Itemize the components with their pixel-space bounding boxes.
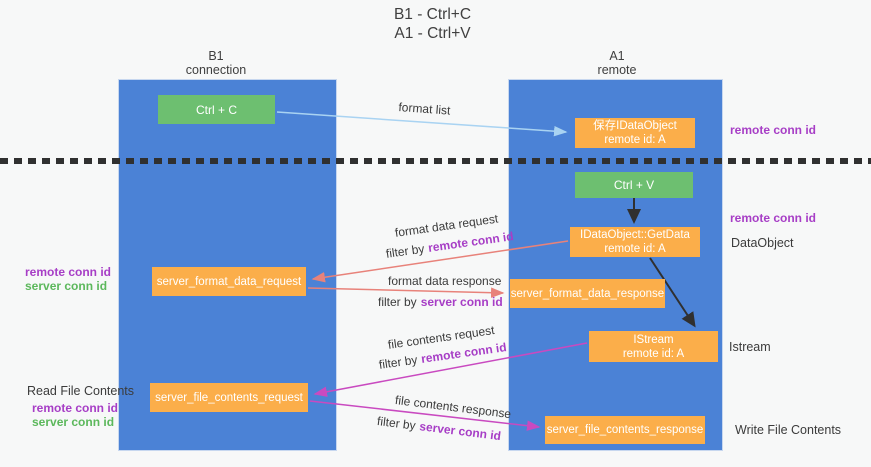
- filter-by-text: filter by: [378, 352, 419, 372]
- lane-a1-title: A1: [609, 49, 625, 63]
- filter-by-text: filter by: [385, 241, 426, 261]
- istream-line2: remote id: A: [622, 347, 685, 360]
- left-server-conn-id-label-1: server conn id: [25, 279, 108, 293]
- title-line-1: B1 - Ctrl+C: [393, 6, 472, 23]
- dataobject-label: DataObject: [731, 236, 794, 250]
- save-dataobject-line1: 保存IDataObject: [593, 120, 677, 132]
- server-format-data-response-box: server_format_data_response: [510, 279, 665, 308]
- remote-conn-id-label-top: remote conn id: [730, 123, 817, 137]
- write-file-contents-label: Write File Contents: [735, 423, 842, 437]
- lane-b1-title: B1: [208, 49, 224, 63]
- remote-conn-id-label-mid: remote conn id: [730, 211, 817, 225]
- filter-key-server-conn-id: server conn id: [418, 419, 502, 444]
- dashed-separator-line: [0, 158, 871, 164]
- filter-by-text: filter by: [378, 295, 417, 309]
- server-format-data-request-box: server_format_data_request: [152, 267, 306, 296]
- ctrl-c-label: Ctrl + C: [195, 102, 237, 117]
- filter-key-server-conn-id: server conn id: [420, 295, 503, 309]
- lane-a1-subtitle: remote: [597, 63, 637, 77]
- save-dataobject-box: 保存IDataObject remote id: A: [575, 118, 695, 148]
- server-file-contents-request-box: server_file_contents_request: [150, 383, 308, 412]
- server-format-data-response-label: server_format_data_response: [510, 287, 665, 300]
- server-format-data-request-label: server_format_data_request: [156, 275, 302, 288]
- server-file-contents-response-box: server_file_contents_response: [545, 416, 705, 444]
- lane-b1-subtitle: connection: [185, 63, 247, 77]
- left-remote-conn-id-label-2: remote conn id: [32, 401, 119, 415]
- format-data-response-arrow: [307, 287, 505, 298]
- ctrl-v-label: Ctrl + V: [613, 178, 655, 192]
- istream-side-label: Istream: [729, 340, 771, 354]
- istream-box: IStream remote id: A: [589, 331, 718, 362]
- lane-header-a1: A1 remote: [562, 49, 672, 77]
- istream-line1: IStream: [633, 333, 674, 346]
- read-file-contents-label: Read File Contents: [27, 384, 135, 398]
- server-file-contents-request-label: server_file_contents_request: [155, 391, 303, 404]
- save-dataobject-line2: remote id: A: [604, 134, 666, 146]
- ctrl-v-box: Ctrl + V: [575, 172, 693, 198]
- filter-by-text: filter by: [376, 414, 417, 433]
- diagram-title: B1 - Ctrl+C A1 - Ctrl+V: [340, 5, 525, 43]
- file-contents-response-arrow-label: file contents response: [394, 393, 512, 422]
- getdata-line1: IDataObject::GetData: [580, 229, 690, 241]
- getdata-box: IDataObject::GetData remote id: A: [570, 227, 700, 257]
- left-server-conn-id-label-2: server conn id: [32, 415, 115, 429]
- left-remote-conn-id-label-1: remote conn id: [25, 265, 112, 279]
- lane-header-b1: B1 connection: [161, 49, 271, 77]
- format-list-arrow-label: format list: [398, 100, 451, 118]
- title-line-2: A1 - Ctrl+V: [394, 25, 471, 42]
- ctrl-c-box: Ctrl + C: [158, 95, 275, 124]
- getdata-line2: remote id: A: [604, 243, 666, 255]
- server-file-contents-response-label: server_file_contents_response: [546, 424, 704, 436]
- format-data-response-arrow-label: format data response: [388, 274, 502, 288]
